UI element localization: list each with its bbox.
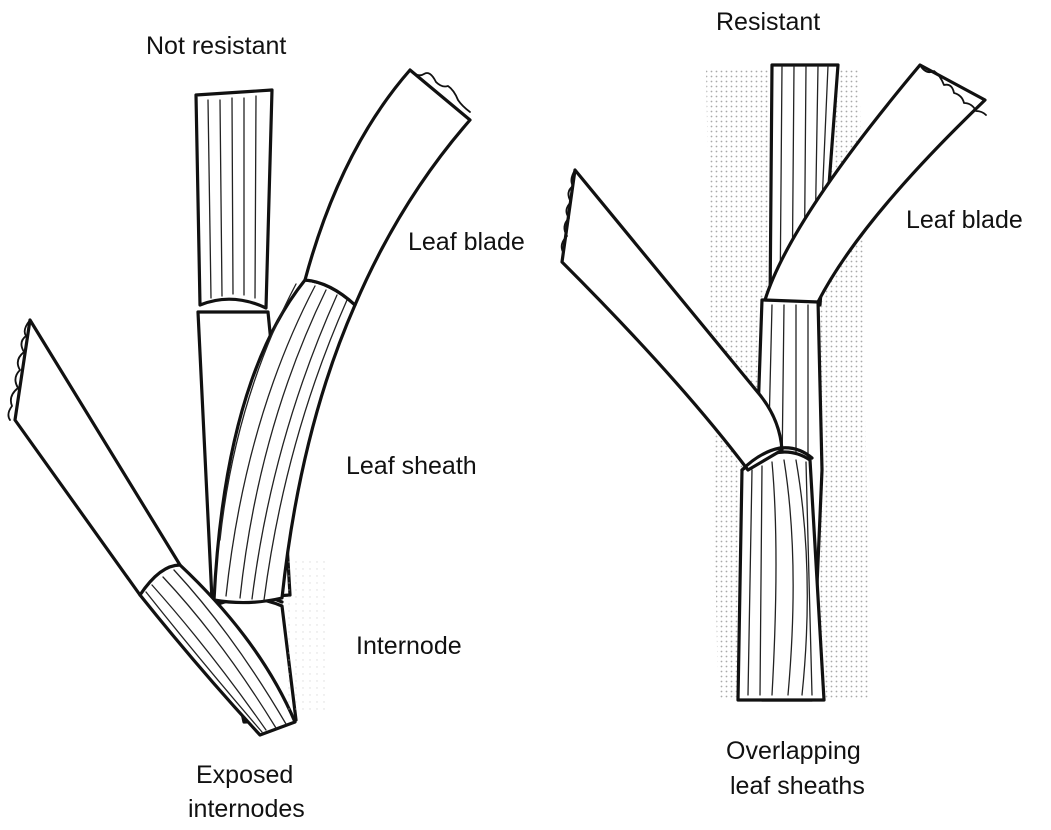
label-leaf-blade-left: Leaf blade bbox=[408, 228, 525, 256]
leaf-blade-lower bbox=[8, 320, 180, 595]
label-not-resistant: Not resistant bbox=[146, 32, 286, 60]
label-leaf-blade-right: Leaf blade bbox=[906, 206, 1023, 234]
resistant-drawing bbox=[562, 65, 986, 700]
label-internode: Internode bbox=[356, 632, 462, 660]
upper-stem bbox=[196, 90, 272, 308]
label-leaf-sheath: Leaf sheath bbox=[346, 452, 477, 480]
label-overlapping-1: Overlapping bbox=[726, 737, 861, 765]
label-resistant: Resistant bbox=[716, 8, 820, 36]
leaf-blade-left bbox=[305, 70, 470, 305]
label-exposed-internodes-2: internodes bbox=[188, 795, 305, 823]
label-exposed-internodes-1: Exposed bbox=[196, 761, 293, 789]
label-overlapping-2: leaf sheaths bbox=[730, 772, 865, 800]
overlapping-sheath bbox=[738, 452, 824, 700]
